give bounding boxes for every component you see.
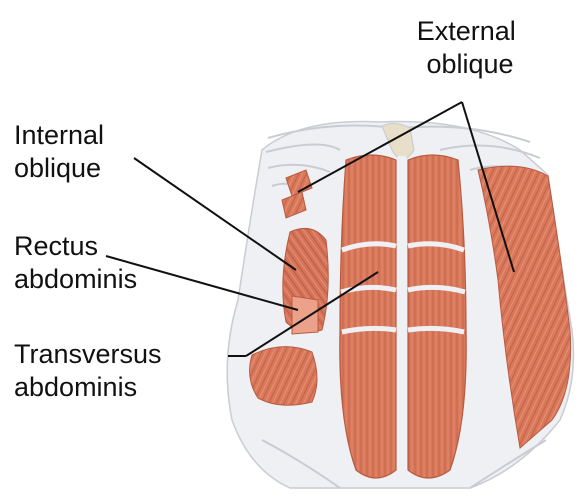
label-transversus-abdominis-line1: Transversus — [14, 339, 162, 369]
label-rectus-abdominis: Rectus abdominis — [14, 231, 137, 294]
rectus-abdominis-muscle — [340, 155, 466, 478]
label-internal-oblique-line2: oblique — [14, 153, 101, 183]
label-rectus-abdominis-line1: Rectus — [14, 231, 98, 261]
label-transversus-abdominis-line2: abdominis — [14, 372, 137, 402]
label-external-oblique: External oblique — [417, 16, 524, 79]
label-internal-oblique-line1: Internal — [14, 120, 104, 150]
label-transversus-abdominis: Transversus abdominis — [14, 339, 169, 402]
label-internal-oblique: Internal oblique — [14, 120, 112, 183]
label-external-oblique-line2: oblique — [426, 49, 513, 79]
label-rectus-abdominis-line2: abdominis — [14, 264, 137, 294]
label-external-oblique-line1: External — [417, 16, 516, 46]
